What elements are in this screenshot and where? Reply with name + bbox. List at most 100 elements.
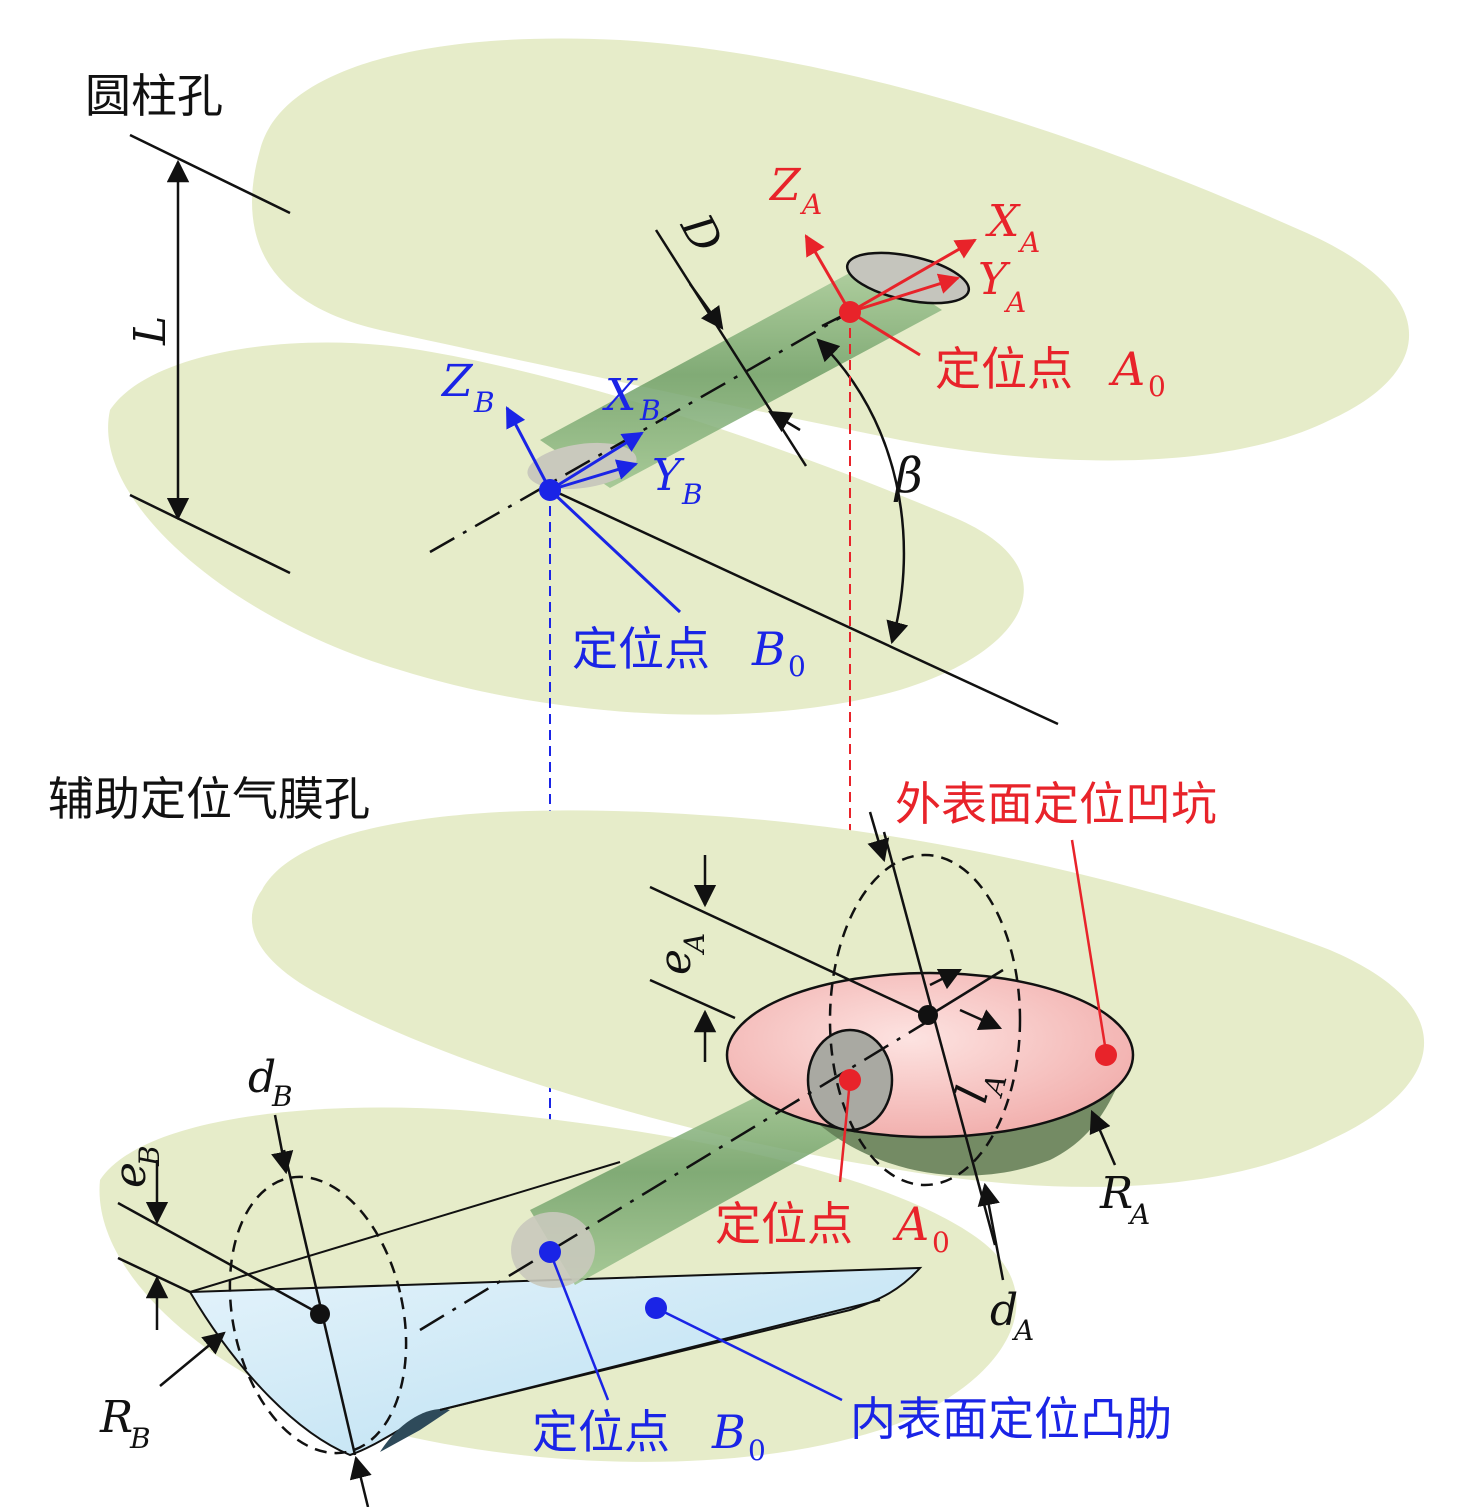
top-plates bbox=[108, 38, 1410, 715]
svg-text:定位点: 定位点 bbox=[935, 342, 1073, 396]
outer-dimple-label: 外表面定位凹坑 bbox=[895, 777, 1217, 831]
coord-A bbox=[804, 234, 977, 357]
D-arrow-lower bbox=[768, 410, 801, 433]
beta-label: β bbox=[893, 448, 923, 504]
RA-leader bbox=[1089, 1109, 1117, 1166]
lower-surface-edge bbox=[129, 493, 291, 575]
lA-arrow-2 bbox=[959, 1008, 1003, 1030]
ZB-label: Z B bbox=[440, 356, 495, 419]
outer-dimple-marker bbox=[1095, 1044, 1117, 1066]
bottom-leaders bbox=[548, 839, 1108, 1402]
RB-leader bbox=[159, 1331, 226, 1387]
svg-text:X: X bbox=[602, 370, 638, 421]
upper-surface-edge bbox=[129, 133, 291, 215]
svg-text:定位点: 定位点 bbox=[715, 1197, 853, 1251]
svg-text:0: 0 bbox=[1148, 370, 1166, 403]
svg-text:定位点: 定位点 bbox=[532, 1405, 670, 1459]
dB-arrow-top bbox=[271, 1114, 294, 1175]
rib-shadow bbox=[380, 1409, 450, 1452]
dimple-dashed-section bbox=[828, 853, 1022, 1187]
svg-text:0: 0 bbox=[748, 1434, 766, 1467]
svg-text:B: B bbox=[271, 1080, 293, 1113]
B0-label-top: 定位点 B 0 bbox=[572, 622, 806, 683]
B0-label-bottom: 定位点 B 0 bbox=[532, 1405, 766, 1467]
locating-point-B0-bottom bbox=[539, 1241, 561, 1263]
svg-text:R: R bbox=[99, 1392, 133, 1443]
eB-lower-line bbox=[117, 1256, 191, 1294]
D-arrow-upper bbox=[688, 283, 724, 330]
svg-text:B: B bbox=[129, 1422, 151, 1455]
svg-text:A: A bbox=[1017, 226, 1040, 259]
YB-axis bbox=[549, 459, 639, 492]
lA-line bbox=[929, 968, 1004, 1017]
L-label: L bbox=[125, 316, 176, 346]
ZA-label: Z A bbox=[768, 160, 822, 221]
A0-leader bbox=[849, 310, 921, 357]
rib-top-edge bbox=[189, 1161, 621, 1293]
XA-axis bbox=[849, 238, 977, 314]
YB-label: Y B bbox=[652, 450, 703, 511]
A0-label-top: 定位点 A 0 bbox=[935, 342, 1166, 403]
dA-label: d A bbox=[990, 1285, 1034, 1347]
dimple-center-point bbox=[918, 1005, 938, 1025]
hole-axis bbox=[429, 310, 851, 554]
rib-body bbox=[188, 1266, 923, 1457]
svg-text:A: A bbox=[892, 1197, 929, 1251]
dimple-rim bbox=[725, 971, 1135, 1139]
beta-arc bbox=[816, 338, 909, 645]
svg-text:A: A bbox=[1011, 1314, 1034, 1347]
RA-label: R A bbox=[1099, 1168, 1150, 1231]
upper-plate bbox=[252, 38, 1410, 461]
svg-text:X: X bbox=[985, 196, 1021, 247]
svg-text:B: B bbox=[473, 386, 495, 419]
svg-text:A: A bbox=[1108, 342, 1145, 396]
eA-label: e A bbox=[650, 933, 711, 975]
svg-text:Y: Y bbox=[652, 450, 685, 501]
reference-line bbox=[551, 488, 1059, 726]
inner-rib-label: 内表面定位凸肋 bbox=[850, 1392, 1172, 1446]
RB-label: R B bbox=[99, 1392, 151, 1455]
locating-point-A0-bottom bbox=[839, 1069, 861, 1091]
dA-line bbox=[882, 831, 997, 1246]
dA-arrow-bottom bbox=[977, 1182, 1005, 1281]
svg-text:定位点: 定位点 bbox=[572, 622, 710, 676]
svg-text:B.: B. bbox=[639, 394, 669, 427]
lower-plate bbox=[108, 342, 1024, 715]
dB-line bbox=[282, 1149, 357, 1456]
ZB-axis bbox=[505, 406, 552, 491]
B0-leader-bottom bbox=[548, 1251, 610, 1401]
svg-text:A: A bbox=[678, 933, 711, 956]
svg-text:e: e bbox=[650, 949, 701, 975]
svg-text:0: 0 bbox=[932, 1226, 950, 1259]
svg-text:Y: Y bbox=[978, 254, 1011, 305]
dB-arrow-bottom bbox=[349, 1455, 372, 1507]
coord-B bbox=[505, 406, 682, 614]
svg-text:Z: Z bbox=[440, 356, 474, 407]
XB-label: X B. bbox=[602, 370, 669, 427]
rib-lower-edge bbox=[439, 1299, 881, 1411]
svg-text:d: d bbox=[990, 1285, 1018, 1336]
YA-axis bbox=[849, 273, 961, 314]
dB-label: d B bbox=[248, 1052, 293, 1113]
aux-hole-title: 辅助定位气膜孔 bbox=[48, 772, 370, 826]
XB-axis bbox=[549, 431, 644, 492]
svg-text:A: A bbox=[799, 188, 822, 221]
bottom-geometry-lines bbox=[117, 811, 1117, 1507]
rib-dashed-section bbox=[228, 1175, 408, 1455]
inner-rib-leader bbox=[655, 1306, 843, 1402]
eB-label: e B bbox=[105, 1145, 166, 1188]
bottom-hole-axis bbox=[419, 1018, 931, 1332]
eA-lower-line bbox=[649, 978, 736, 1020]
inner-rib-marker bbox=[645, 1297, 667, 1319]
svg-text:A: A bbox=[1127, 1198, 1150, 1231]
svg-text:Z: Z bbox=[768, 160, 802, 211]
B0-leader bbox=[548, 488, 682, 614]
A0-leader-bottom bbox=[838, 1079, 852, 1183]
svg-text:R: R bbox=[1099, 1168, 1133, 1219]
svg-text:0: 0 bbox=[788, 650, 806, 683]
svg-text:B: B bbox=[711, 1405, 746, 1459]
outer-dimple-leader bbox=[1070, 839, 1108, 1053]
svg-text:d: d bbox=[248, 1052, 276, 1103]
dA-arrow-top bbox=[867, 811, 890, 863]
